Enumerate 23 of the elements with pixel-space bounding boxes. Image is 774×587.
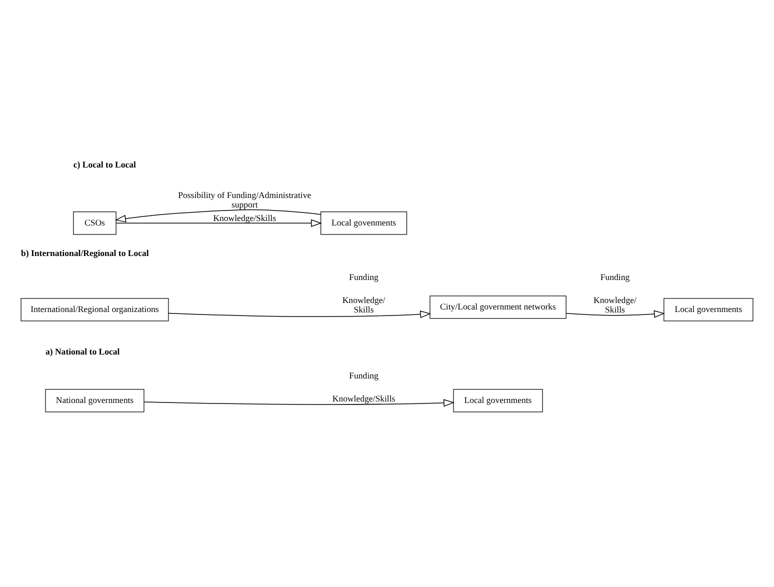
edge-label: Knowledge/ Skills bbox=[594, 294, 636, 314]
label: c) Local to Local bbox=[73, 158, 136, 169]
arrow bbox=[116, 218, 322, 226]
node-box: National governments bbox=[45, 388, 144, 412]
label: a) National to Local bbox=[45, 346, 120, 356]
label: Funding bbox=[600, 272, 630, 282]
node-box: Local govenments bbox=[320, 211, 408, 234]
arrow bbox=[168, 310, 432, 318]
label: Funding bbox=[349, 370, 378, 380]
label: Funding bbox=[349, 272, 378, 282]
node-box: International/Regional organizations bbox=[20, 298, 169, 321]
node-box: Local governments bbox=[453, 388, 543, 412]
edge-label: Knowledge/Skills bbox=[213, 212, 276, 222]
arrow bbox=[114, 208, 322, 222]
edge-label: Possibility of Funding/Administrative support bbox=[178, 190, 312, 210]
label: b) International/Regional to Local bbox=[21, 247, 149, 258]
arrow bbox=[566, 310, 665, 318]
edge-label: Knowledge/ Skills bbox=[342, 294, 386, 314]
node-box: City/Local government networks bbox=[430, 295, 566, 318]
node-box: CSOs bbox=[73, 211, 116, 234]
node-box: Local governments bbox=[664, 298, 754, 321]
arrow bbox=[144, 398, 455, 406]
edge-label: Knowledge/Skills bbox=[332, 392, 396, 403]
